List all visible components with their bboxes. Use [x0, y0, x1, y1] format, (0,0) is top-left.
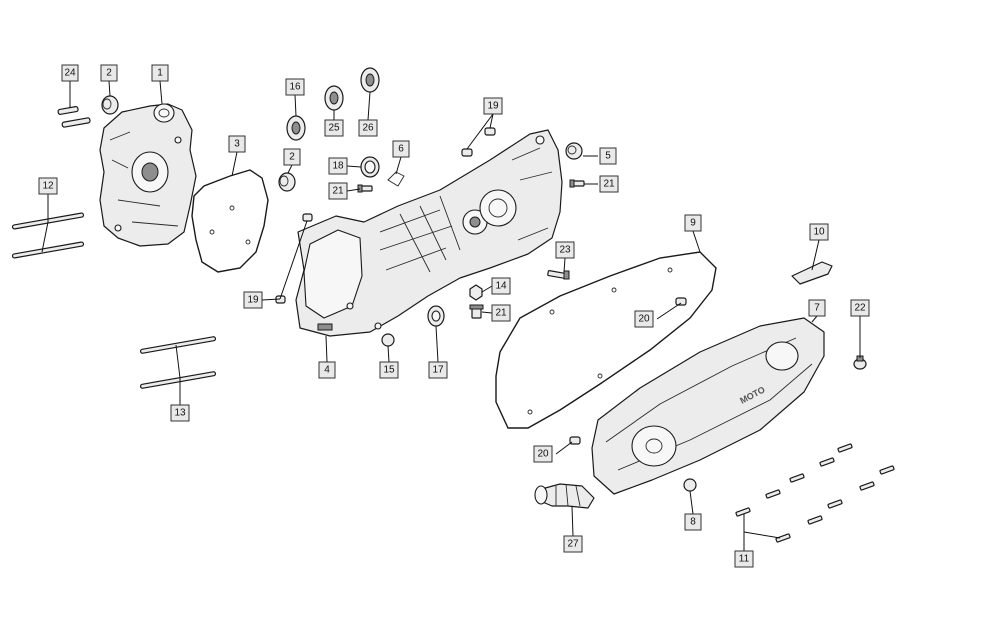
part-1-left-crankcase [99, 103, 197, 247]
callout-17-label: 17 [432, 365, 444, 376]
callout-14-label: 14 [495, 281, 507, 292]
callout-27-label: 27 [567, 539, 579, 550]
part-15-plug [381, 333, 395, 347]
callout-20-bottom: 20 [533, 445, 553, 463]
callout-9: 9 [684, 214, 702, 232]
callout-2-top-label: 2 [106, 68, 112, 79]
part-16-bearing [286, 115, 306, 141]
callout-7: 7 [808, 299, 826, 317]
callout-24: 24 [61, 64, 79, 82]
callout-2-middle: 2 [283, 148, 301, 166]
callout-13-label: 13 [174, 408, 186, 419]
callout-15-label: 15 [383, 365, 395, 376]
callout-11: 11 [734, 550, 754, 568]
part-18-oil-seal [360, 156, 380, 178]
callout-21-b: 21 [599, 175, 619, 193]
part-2-bushing-top [101, 95, 119, 115]
part-19-dowel-top [461, 127, 496, 157]
part-20-dowel-bottom [569, 436, 581, 445]
part-21-bolt-a [357, 184, 373, 193]
callout-15: 15 [379, 361, 399, 379]
callout-22-label: 22 [854, 303, 866, 314]
callout-4-label: 4 [324, 365, 330, 376]
callout-19-bottom: 19 [243, 291, 263, 309]
callout-16-label: 16 [289, 82, 301, 93]
part-3-gasket [191, 169, 269, 273]
callout-17: 17 [428, 361, 448, 379]
callout-5-label: 5 [605, 151, 611, 162]
callout-9-label: 9 [690, 218, 696, 229]
callout-6: 6 [392, 140, 410, 158]
callout-19-top: 19 [483, 97, 503, 115]
callout-10: 10 [809, 223, 829, 241]
part-13-studs [139, 336, 217, 389]
part-6-clip [387, 171, 405, 187]
callout-18-label: 18 [332, 161, 344, 172]
callout-5: 5 [599, 147, 617, 165]
part-10-bracket [791, 261, 833, 285]
callout-3: 3 [228, 135, 246, 153]
callout-13: 13 [170, 404, 190, 422]
leader-lines [41, 80, 861, 551]
part-26-bearing [360, 67, 380, 93]
part-14-nut [469, 284, 483, 301]
callout-4: 4 [318, 361, 336, 379]
callout-1-label: 1 [157, 68, 163, 79]
callout-25: 25 [324, 119, 344, 137]
callout-20-top: 20 [634, 310, 654, 328]
callout-12: 12 [38, 177, 58, 195]
part-8-plug [683, 478, 697, 492]
callout-27: 27 [563, 535, 583, 553]
callout-22: 22 [850, 299, 870, 317]
callout-8: 8 [684, 513, 702, 531]
part-9-cover-gasket [495, 251, 717, 429]
callout-7-label: 7 [814, 303, 820, 314]
part-21-bolt-c [469, 304, 484, 319]
part-21-bolt-b [569, 179, 585, 188]
callout-26-label: 26 [362, 123, 374, 134]
callout-21-a-label: 21 [332, 186, 344, 197]
callout-19-bottom-label: 19 [247, 295, 259, 306]
callout-6-label: 6 [398, 144, 404, 155]
part-20-dowel-top [675, 297, 687, 306]
callout-16: 16 [285, 78, 305, 96]
callout-23: 23 [555, 241, 575, 259]
callout-20-bottom-label: 20 [537, 449, 549, 460]
callout-24-label: 24 [64, 68, 76, 79]
part-17-seal [427, 305, 445, 327]
callout-18: 18 [328, 157, 348, 175]
part-23-bolt [547, 270, 570, 280]
callout-21-c: 21 [491, 304, 511, 322]
callout-14: 14 [491, 277, 511, 295]
callout-21-c-label: 21 [495, 308, 507, 319]
callout-20-top-label: 20 [638, 314, 650, 325]
callout-12-label: 12 [42, 181, 54, 192]
part-11-screws [735, 443, 895, 543]
callout-23-label: 23 [559, 245, 571, 256]
callout-2-middle-label: 2 [289, 152, 295, 163]
part-25-bearing [324, 85, 344, 111]
callout-8-label: 8 [690, 517, 696, 528]
callout-21-a: 21 [328, 182, 348, 200]
part-27-intake-duct [534, 483, 595, 509]
part-5-bushing [565, 142, 583, 160]
callout-19-top-label: 19 [487, 101, 499, 112]
callout-11-label: 11 [739, 554, 750, 565]
callout-1: 1 [151, 64, 169, 82]
callout-3-label: 3 [234, 139, 240, 150]
part-4-main-crankcase [295, 129, 563, 337]
callout-25-label: 25 [328, 123, 340, 134]
callout-21-b-label: 21 [603, 179, 615, 190]
part-19-dowel-bottom [275, 213, 313, 304]
part-7-transmission-cover: MOTO [591, 317, 825, 495]
part-24-dowel-pins [57, 106, 91, 128]
callout-26: 26 [358, 119, 378, 137]
callout-2-top: 2 [100, 64, 118, 82]
part-2-bushing-middle [278, 172, 296, 192]
callout-10-label: 10 [813, 227, 825, 238]
